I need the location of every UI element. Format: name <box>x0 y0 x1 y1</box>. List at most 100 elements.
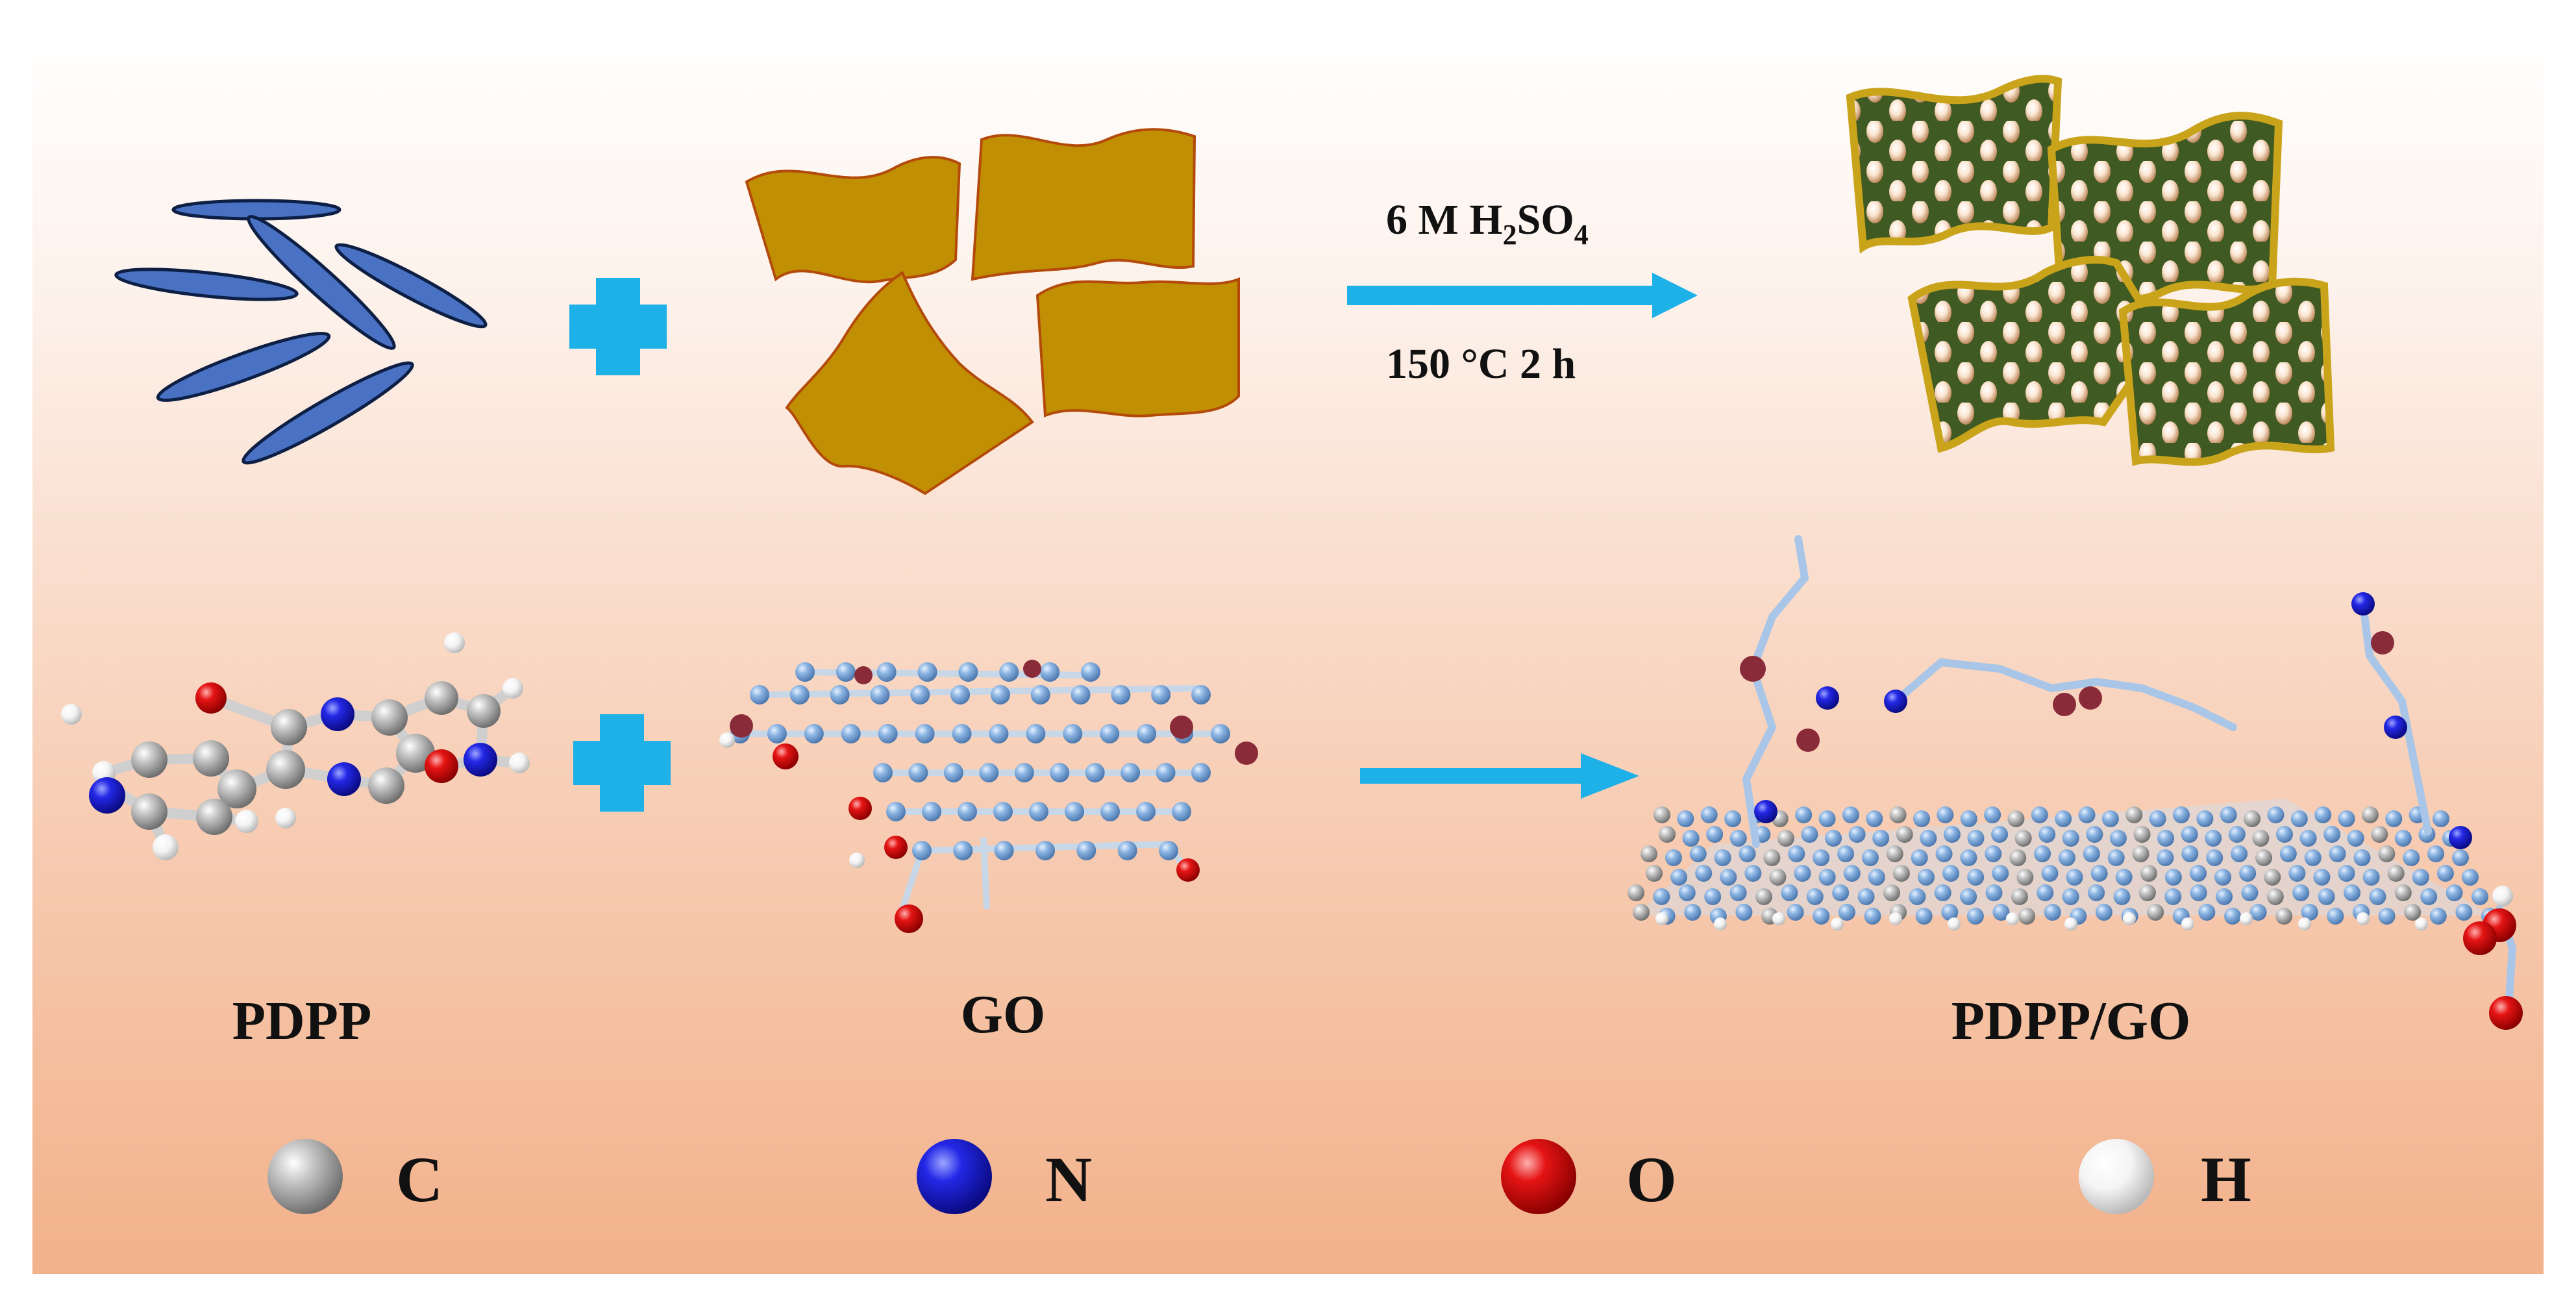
lattice-atom <box>2452 849 2469 866</box>
lattice-atom <box>750 685 769 704</box>
lattice-atom <box>2264 869 2281 886</box>
lattice-atom <box>2101 810 2119 827</box>
lattice-atom <box>1991 826 2009 843</box>
lattice-atom <box>2011 888 2028 905</box>
lattice-atom <box>1063 724 1083 743</box>
composite-sheets <box>1846 75 2335 466</box>
lattice-atom <box>1967 830 1985 847</box>
bottom-arrow-head <box>1581 753 1639 799</box>
lattice-atom <box>1857 888 1875 905</box>
lattice-atom <box>2318 888 2335 905</box>
lattice-atom <box>2378 845 2396 862</box>
lattice-atom <box>1777 830 1794 847</box>
lattice-atom <box>2252 830 2270 847</box>
lattice-atom <box>2220 806 2237 823</box>
lattice-atom <box>2055 810 2072 827</box>
lattice-atom <box>2362 869 2380 886</box>
lattice-atom <box>2313 869 2331 886</box>
lattice-atom <box>2255 849 2272 866</box>
lattice-atom <box>2196 810 2214 827</box>
lattice-atom <box>1689 845 1707 862</box>
lattice-atom <box>1772 912 1785 925</box>
pdpp-go-molecule <box>1628 535 2523 1030</box>
lattice-atom <box>1026 724 1046 743</box>
lattice-atom <box>2214 869 2232 886</box>
lattice-atom <box>2394 884 2412 901</box>
lattice-atom <box>1700 806 1718 823</box>
lattice-atom <box>2031 806 2048 823</box>
lattice-atom <box>993 802 1013 821</box>
lattice-atom <box>1628 884 1644 901</box>
lattice-atom <box>994 841 1014 860</box>
lattice-atom <box>2462 869 2479 886</box>
lattice-atom <box>1136 802 1156 821</box>
lattice-atom <box>1704 888 1722 905</box>
legend-oxygen: O <box>1501 1139 1677 1215</box>
atom-sphere-icon-hydrogen <box>2079 1139 2154 1214</box>
lattice-atom <box>1813 849 1830 866</box>
lattice-atom <box>1889 806 1907 823</box>
lattice-atom <box>2181 917 2194 930</box>
lattice-atom <box>912 841 932 860</box>
lattice-atom <box>2173 806 2190 823</box>
lattice-atom <box>1837 845 1855 862</box>
lattice-atom <box>1801 826 1818 843</box>
lattice-atom <box>886 802 906 821</box>
lattice-atom <box>2190 884 2207 901</box>
plus-icon <box>569 278 667 375</box>
lattice-atom <box>2095 904 2112 921</box>
pdpp-molecule <box>61 632 530 860</box>
precursor-rods <box>114 199 488 465</box>
lattice-atom <box>2062 830 2079 847</box>
lattice-atom <box>2223 908 2241 925</box>
lattice-atom <box>2198 904 2216 921</box>
lattice-atom <box>2123 912 2136 925</box>
lattice-atom <box>1030 685 1050 704</box>
lattice-atom <box>943 763 963 782</box>
lattice-atom <box>873 763 893 782</box>
lattice-atom <box>804 724 824 743</box>
lattice-atom <box>2301 904 2318 921</box>
lattice-atom <box>2267 806 2285 823</box>
lattice-atom <box>2181 826 2198 843</box>
lattice-atom <box>2275 826 2293 843</box>
lattice-atom <box>2241 884 2259 901</box>
lattice-atom <box>1659 826 1676 843</box>
lattice-atom <box>2327 908 2344 925</box>
lattice-atom <box>1872 830 1890 847</box>
lattice-atom <box>1960 888 1977 905</box>
plus-icon-bottom <box>573 714 671 812</box>
lattice-atom <box>953 841 973 860</box>
lattice-atom <box>2115 869 2133 886</box>
lattice-atom <box>1868 869 1885 886</box>
lattice-atom <box>2415 917 2428 930</box>
lattice-atom <box>1050 763 1070 782</box>
lattice-atom <box>789 685 810 704</box>
lattice-atom <box>1677 810 1694 827</box>
lattice-atom <box>2338 865 2355 882</box>
lattice-atom <box>952 724 972 743</box>
svg-text:N: N <box>1045 1143 1092 1215</box>
lattice-atom <box>1866 810 1883 827</box>
lattice-atom <box>2357 912 2370 925</box>
lattice-atom <box>1941 904 1959 921</box>
lattice-atom <box>910 685 930 704</box>
lattice-atom <box>1100 724 1120 743</box>
lattice-atom <box>2314 806 2332 823</box>
lattice-atom <box>2086 826 2103 843</box>
lattice-atom <box>958 662 978 682</box>
lattice-atom <box>1942 865 1960 882</box>
lattice-atom <box>1920 830 1937 847</box>
lattice-atom <box>2385 810 2403 827</box>
lattice-atom <box>2078 806 2096 823</box>
lattice-atom <box>1915 908 1933 925</box>
lattice-atom <box>1787 904 1804 921</box>
lattice-atom <box>2216 888 2233 905</box>
lattice-atom <box>1678 884 1696 901</box>
lattice-atom <box>1832 884 1850 901</box>
lattice-atom <box>2228 826 2246 843</box>
lattice-atom <box>1684 904 1702 921</box>
lattice-atom <box>2436 865 2454 882</box>
lattice-atom <box>922 802 941 821</box>
lattice-atom <box>1641 845 1657 862</box>
